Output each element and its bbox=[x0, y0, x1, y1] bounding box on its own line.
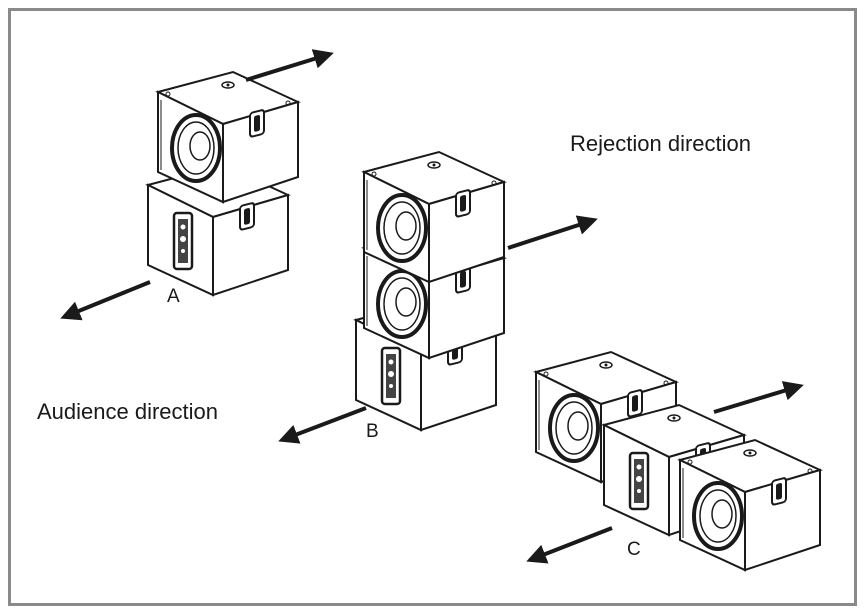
configuration-b bbox=[278, 150, 598, 444]
rejection-direction-label: Rejection direction bbox=[570, 131, 751, 156]
cabinet-a-top-front bbox=[156, 70, 300, 204]
cabinet-b-top-front bbox=[362, 150, 506, 284]
arrow-a-rejection bbox=[245, 49, 334, 82]
arrow-a-audience bbox=[60, 280, 151, 321]
arrow-c-audience bbox=[526, 526, 613, 564]
arrow-c-rejection bbox=[713, 381, 804, 414]
configuration-c-label: C bbox=[627, 539, 641, 560]
audience-direction-label: Audience direction bbox=[37, 399, 219, 424]
configuration-a bbox=[60, 49, 334, 321]
configuration-c bbox=[526, 350, 822, 572]
configuration-a-label: A bbox=[167, 286, 180, 307]
arrow-b-rejection bbox=[507, 215, 598, 250]
cabinet-c-right-front bbox=[678, 438, 822, 572]
arrow-b-audience bbox=[278, 406, 367, 444]
diagram-frame bbox=[8, 8, 857, 606]
configuration-b-label: B bbox=[366, 421, 379, 442]
